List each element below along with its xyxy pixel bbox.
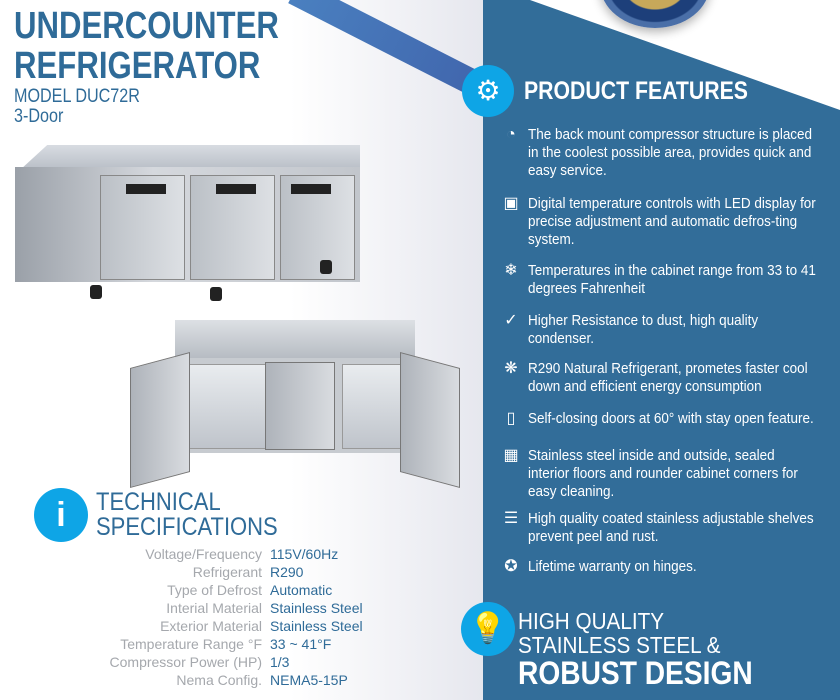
quality-line1: HIGH QUALITY: [518, 608, 665, 634]
spec-row: Refrigerant R290: [0, 563, 480, 581]
refrigerator-open-image: [130, 320, 460, 489]
led-display-icon: ▣: [503, 195, 519, 212]
shelves-icon: ☰: [503, 510, 519, 527]
spec-row: Voltage/Frequency 115V/60Hz: [0, 545, 480, 563]
spec-value: Stainless Steel: [270, 600, 363, 616]
features-panel: [483, 0, 840, 700]
feature-item: ✪ Lifetime warranty on hinges.: [494, 558, 839, 576]
feature-item: ✓ Higher Resistance to dust, high quality…: [494, 312, 839, 348]
feature-text: Temperatures in the cabinet range from 3…: [528, 263, 816, 297]
spec-label: Compressor Power (HP): [109, 654, 262, 670]
spec-row: Nema Config. NEMA5-15P: [0, 671, 480, 689]
leaf-icon: ❋: [504, 360, 518, 377]
door-count: 3-Door: [14, 106, 64, 127]
snowflake-icon: ❄: [504, 262, 518, 279]
steel-texture-icon: ▦: [503, 447, 519, 464]
spec-row: Interial Material Stainless Steel: [0, 599, 480, 617]
feature-text: Self-closing doors at 60° with stay open…: [528, 411, 814, 427]
spec-label: Exterior Material: [160, 618, 262, 634]
info-icon: i: [34, 488, 88, 542]
spec-value: 1/3: [270, 654, 290, 670]
model-number: MODEL DUC72R: [14, 86, 140, 107]
quality-line2: STAINLESS STEEL &: [518, 632, 721, 658]
feature-text: Lifetime warranty on hinges.: [528, 559, 697, 575]
spec-value: 115V/60Hz: [270, 546, 339, 562]
feature-text: Digital temperature controls with LED di…: [528, 196, 816, 248]
check-circle-icon: ✓: [504, 312, 518, 329]
lightbulb-icon: 💡: [461, 602, 515, 656]
spec-row: Temperature Range °F 33 ~ 41°F: [0, 635, 480, 653]
compressor-icon: ◔: [506, 126, 516, 143]
spec-label: Type of Defrost: [167, 582, 262, 598]
spec-value: Automatic: [270, 582, 333, 598]
feature-text: R290 Natural Refrigerant, prometes faste…: [528, 361, 808, 395]
spec-row: Exterior Material Stainless Steel: [0, 617, 480, 635]
feature-item: ❋ R290 Natural Refrigerant, prometes fast…: [494, 360, 839, 396]
feature-item: ▣ Digital temperature controls with LED d…: [494, 195, 839, 249]
spec-label: Temperature Range °F: [120, 636, 262, 652]
feature-text: Stainless steel inside and outside, seal…: [528, 448, 798, 500]
feature-item: ☰ High quality coated stainless adjustabl…: [494, 510, 839, 546]
feature-item: ▦ Stainless steel inside and outside, sea…: [494, 447, 839, 501]
spec-label: Nema Config.: [176, 672, 262, 688]
quality-line3: ROBUST DESIGN: [518, 655, 753, 691]
feature-text: High quality coated stainless adjustable…: [528, 511, 814, 545]
spec-label: Refrigerant: [192, 564, 262, 580]
spec-label: Voltage/Frequency: [145, 546, 262, 562]
spec-value: 33 ~ 41°F: [270, 636, 332, 652]
warranty-badge-icon: ✪: [504, 558, 518, 575]
spec-label: Interial Material: [166, 600, 262, 616]
feature-item: ❄ Temperatures in the cabinet range from …: [494, 262, 839, 298]
feature-text: Higher Resistance to dust, high quality …: [528, 313, 759, 347]
door-icon: ▯: [506, 410, 516, 427]
feature-text: The back mount compressor structure is p…: [528, 127, 813, 179]
spec-value: R290: [270, 564, 304, 580]
spec-row: Type of Defrost Automatic: [0, 581, 480, 599]
gears-icon: ⚙: [462, 65, 514, 117]
feature-item: ◔ The back mount compressor structure is …: [494, 126, 839, 180]
spec-value: Stainless Steel: [270, 618, 363, 634]
features-title: PRODUCT FEATURES: [524, 77, 748, 105]
spec-value: NEMA5-15P: [270, 672, 348, 688]
refrigerator-closed-image: [15, 145, 360, 301]
feature-item: ▯ Self-closing doors at 60° with stay ope…: [494, 410, 839, 428]
spec-row: Compressor Power (HP) 1/3: [0, 653, 480, 671]
